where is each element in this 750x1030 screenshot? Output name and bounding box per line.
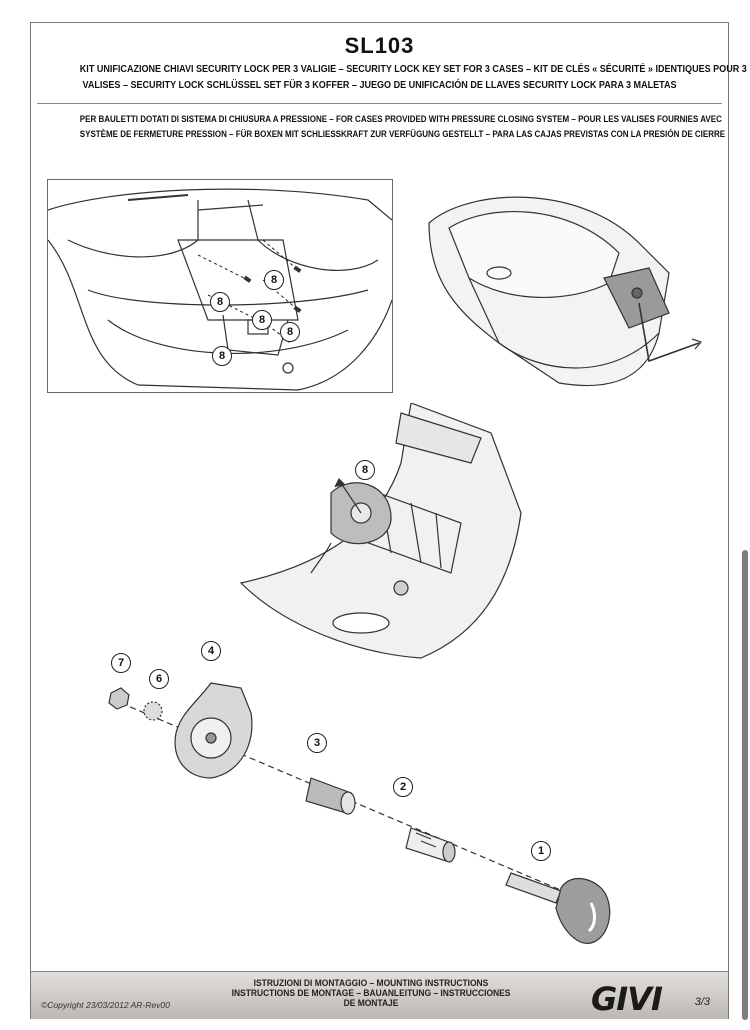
title-line-1: KIT UNIFICAZIONE CHIAVI SECURITY LOCK PE… [79, 63, 747, 75]
callout-cylinder: 3 [307, 733, 327, 753]
lid-underside-drawing [239, 403, 522, 659]
divider [37, 103, 722, 104]
callout-screw: 8 [252, 310, 272, 330]
footer-instructions: ISTRUZIONI DI MONTAGGIO – MOUNTING INSTR… [224, 978, 518, 1008]
callout-lock-core: 2 [393, 777, 413, 797]
footer-line: INSTRUCTIONS DE MONTAGE – BAUANLEITUNG –… [231, 988, 511, 998]
copyright-text: ©Copyright 23/03/2012 AR-Rev00 [41, 1000, 170, 1010]
callout-washer: 6 [149, 669, 169, 689]
callout-lid-screw: 8 [355, 460, 375, 480]
callout-cam: 4 [201, 641, 221, 661]
callout-screw: 8 [212, 346, 232, 366]
footer-line: DE MONTAJE [343, 998, 399, 1008]
model-code: SL103 [344, 33, 415, 58]
subtitle-line-2: SYSTÈME DE FERMETURE PRESSION – FÜR BOXE… [79, 129, 726, 139]
title-line-2: VALISES – SECURITY LOCK SCHLÜSSEL SET FÜ… [82, 79, 677, 91]
subtitle-line-1: PER BAULETTI DOTATI DI SISTEMA DI CHIUSU… [79, 114, 722, 124]
instruction-sheet: SL103 KIT UNIFICAZIONE CHIAVI SECURITY L… [30, 22, 747, 1019]
footer-band: ISTRUZIONI DI MONTAGGIO – MOUNTING INSTR… [31, 971, 728, 1019]
callout-key: 1 [531, 841, 551, 861]
callout-screw: 8 [264, 270, 284, 290]
lock-exploded-drawing [108, 682, 611, 944]
footer-line: ISTRUZIONI DI MONTAGGIO – MOUNTING INSTR… [253, 978, 489, 988]
callout-nut: 7 [111, 653, 131, 673]
case-perspective-drawing [428, 196, 703, 387]
callout-screw: 8 [280, 322, 300, 342]
brand-logo: GIVI [591, 980, 663, 1018]
scrollbar-thumb[interactable] [742, 550, 748, 1020]
page-number: 3/3 [694, 996, 710, 1008]
case-interior-panel: 8 8 8 8 8 [47, 179, 393, 393]
callout-screw: 8 [210, 292, 230, 312]
